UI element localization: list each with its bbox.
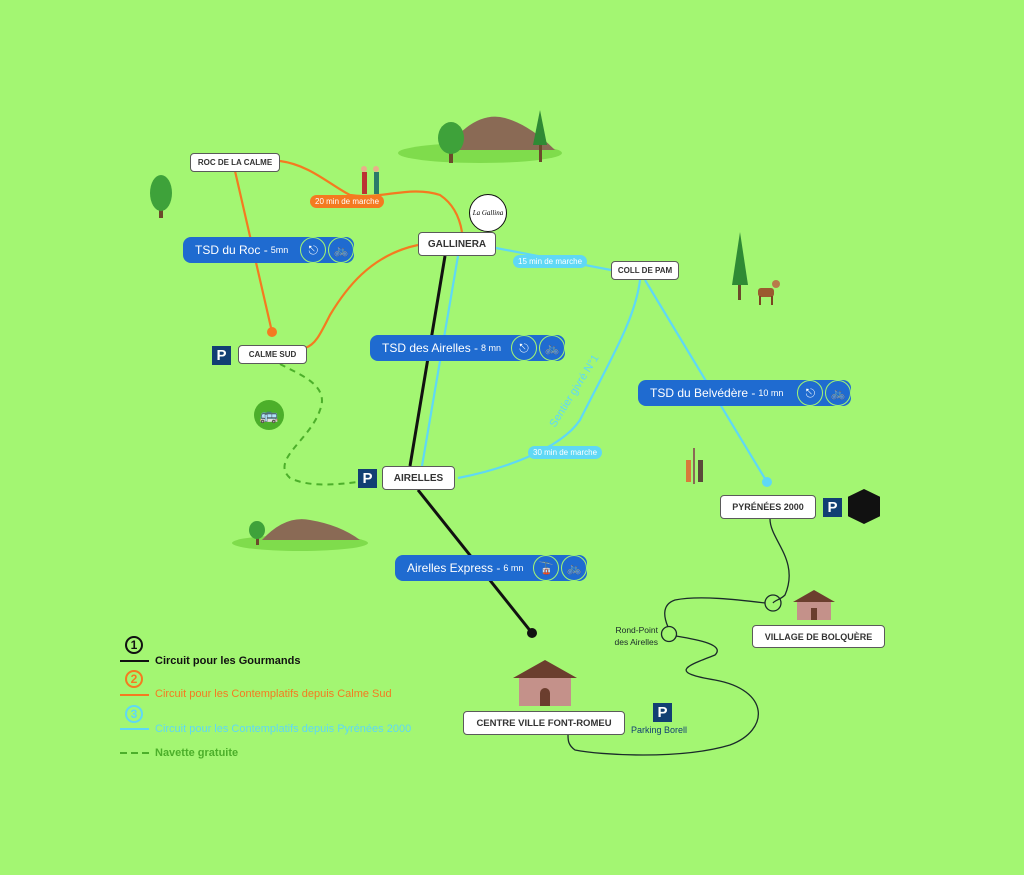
- legend-number-3: 3: [125, 705, 143, 723]
- legend-line-gourmands: [120, 660, 149, 662]
- route-endpoint: [762, 477, 772, 487]
- station-pyrenees-2000[interactable]: PYRÉNÉES 2000: [720, 495, 816, 519]
- bus-icon: 🚌: [254, 400, 284, 430]
- lift-duration: 10 mn: [758, 388, 784, 398]
- route-endpoint: [527, 628, 537, 638]
- sbc-logo: [848, 489, 880, 524]
- legend-line-pyrenees: [120, 728, 149, 730]
- deer-icon: [758, 280, 780, 305]
- chairlift-icon: ⎋: [511, 335, 538, 361]
- route-endpoint: [267, 327, 277, 337]
- road: [567, 518, 790, 756]
- station-coll-de-pam[interactable]: COLL DE PAM: [611, 261, 679, 280]
- chairlift-icon: ⎋: [300, 237, 327, 263]
- legend-line-calme-sud: [120, 694, 149, 696]
- station-airelles[interactable]: AIRELLES: [382, 466, 455, 490]
- walk-30-min-label: 30 min de marche: [528, 446, 603, 459]
- legend-label-gourmands: Circuit pour les Gourmands: [155, 655, 301, 667]
- lift-tsd-du-roc[interactable]: TSD du Roc -5mn ⎋🚲: [183, 237, 355, 263]
- walk-20-min-label: 20 min de marche: [310, 195, 385, 208]
- house-icon: [513, 660, 577, 706]
- legend-label-pyrenees: Circuit pour les Contemplatifs depuis Py…: [155, 723, 412, 735]
- rond-point-line2: des Airelles: [614, 637, 658, 647]
- station-village-bolquere[interactable]: VILLAGE DE BOLQUÈRE: [752, 625, 885, 648]
- bike-icon: 🚲: [539, 335, 566, 361]
- station-centre-ville[interactable]: CENTRE VILLE FONT-ROMEU: [463, 711, 625, 735]
- lift-airelles-express[interactable]: Airelles Express -6 mn 🚡🚲: [395, 555, 588, 581]
- la-gallina-logo: La Gallina: [469, 194, 507, 232]
- lift-tsd-des-airelles[interactable]: TSD des Airelles -8 mn ⎋🚲: [370, 335, 566, 361]
- bike-icon: 🚲: [561, 555, 588, 581]
- lift-duration: 5mn: [270, 245, 289, 255]
- parking-icon: P: [358, 469, 377, 488]
- station-gallinera[interactable]: GALLINERA: [418, 232, 496, 256]
- lift-name: TSD des Airelles -: [382, 341, 479, 355]
- roundabout-bolquere: [764, 594, 782, 612]
- rond-point-line1: Rond-Point: [615, 625, 658, 635]
- legend-line-navette: [120, 752, 149, 754]
- station-calme-sud[interactable]: CALME SUD: [238, 345, 307, 364]
- legend-number-2: 2: [125, 670, 143, 688]
- navette-line: [279, 363, 359, 486]
- rond-point-label: Rond-Point des Airelles: [600, 624, 658, 648]
- lift-duration: 8 mn: [481, 343, 502, 353]
- hikers-icon: [361, 166, 703, 484]
- legend-label-navette: Navette gratuite: [155, 747, 239, 759]
- lift-tsd-du-belvedere[interactable]: TSD du Belvédère -10 mn ⎋🚲: [638, 380, 852, 406]
- bike-icon: 🚲: [328, 237, 355, 263]
- parking-icon: P: [653, 703, 672, 722]
- tree-icon: [150, 110, 748, 545]
- lift-name: Airelles Express -: [407, 561, 501, 575]
- lift-duration: 6 mn: [503, 563, 524, 573]
- roundabout-airelles: [660, 625, 678, 643]
- house-icon: [793, 590, 835, 620]
- parking-borell-label: Parking Borell: [631, 725, 688, 735]
- hill-decoration: [232, 116, 562, 551]
- legend-label-calme-sud: Circuit pour les Contemplatifs depuis Ca…: [155, 688, 392, 700]
- bike-icon: 🚲: [825, 380, 852, 406]
- gondola-icon: 🚡: [533, 555, 560, 581]
- legend-number-1: 1: [125, 636, 143, 654]
- chairlift-icon: ⎋: [797, 380, 824, 406]
- parking-icon: P: [823, 498, 842, 517]
- lift-name: TSD du Roc -: [195, 243, 268, 257]
- station-roc-de-la-calme[interactable]: ROC DE LA CALME: [190, 153, 280, 172]
- lift-name: TSD du Belvédère -: [650, 386, 756, 400]
- walk-15-min-label: 15 min de marche: [513, 255, 588, 268]
- parking-icon: P: [212, 346, 231, 365]
